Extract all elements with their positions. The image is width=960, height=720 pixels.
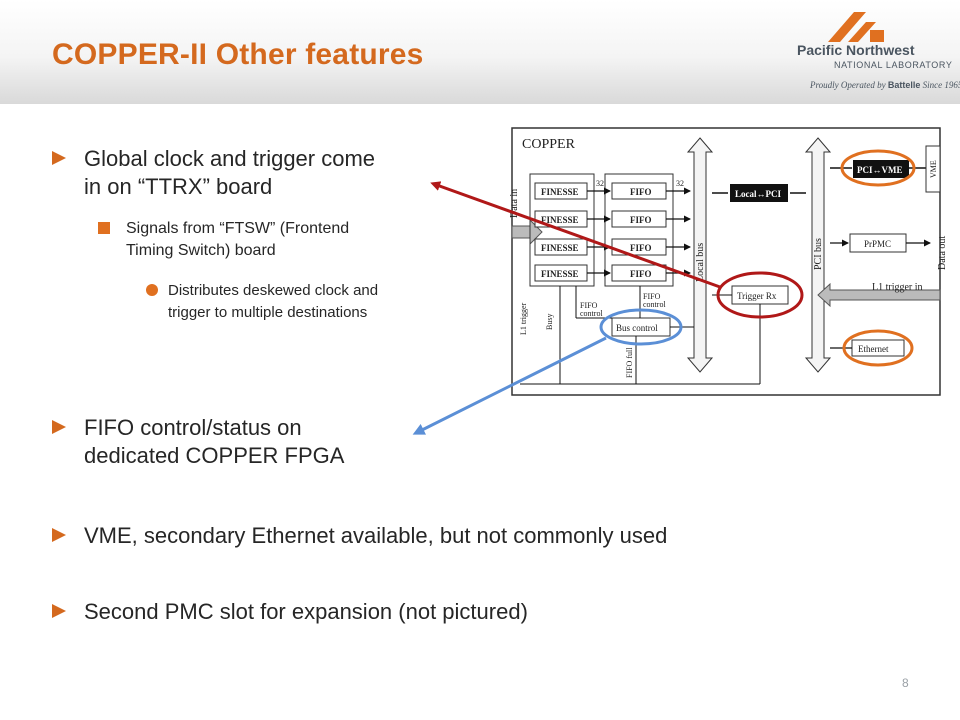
bullet-arrow-icon (52, 151, 66, 165)
pci-bus-arrow (804, 137, 832, 373)
local-pci-label: Local↔PCI (735, 189, 781, 199)
finesse-label: FINESSE (541, 187, 579, 197)
trigger-rx-highlight (716, 271, 804, 319)
page-number: 8 (902, 676, 909, 690)
pnnl-logo: Pacific Northwest NATIONAL LABORATORY Pr… (780, 12, 960, 96)
fifo-control-label: FIFO (580, 301, 598, 310)
fifo-label: FIFO (630, 187, 652, 197)
data-in-label: Data in (509, 189, 520, 218)
local-bus-arrow (686, 137, 714, 373)
pci-vme-highlight (840, 149, 916, 187)
fifo-control-label: control (643, 300, 666, 309)
pci-vme-box (853, 160, 909, 178)
bullet-second-pmc: Second PMC slot for expansion (not pictu… (52, 598, 528, 626)
bullet-square-icon (98, 222, 110, 234)
data-out-label: Data out (937, 236, 948, 270)
bullet-text: Second PMC slot for expansion (not pictu… (84, 599, 528, 624)
fifo-control-label: control (580, 309, 603, 318)
bus-width-label: 32 (676, 179, 684, 188)
subbullet-ftsw: Signals from “FTSW” (Frontend Timing Swi… (98, 218, 349, 262)
slide-header (0, 0, 960, 104)
bullet-global-clock: Global clock and trigger come in on “TTR… (52, 145, 375, 201)
fifo-full-label: FIFO full (625, 347, 634, 378)
diagram-title: COPPER (522, 137, 576, 152)
bullet-arrow-icon (52, 528, 66, 542)
ethernet-label: Ethernet (858, 344, 889, 354)
fifo-label: FIFO (630, 269, 652, 279)
bullet-arrow-icon (52, 604, 66, 618)
fifo-group (604, 173, 674, 287)
pci-vme-label: PCI↔VME (857, 165, 903, 175)
ethernet-highlight (842, 329, 914, 367)
bus-control-label: Bus control (616, 323, 658, 333)
bullet-text: trigger to multiple destinations (168, 304, 368, 321)
vme-connector (925, 145, 941, 193)
slide-title: COPPER-II Other features (52, 38, 424, 71)
vme-label: VME (929, 160, 938, 178)
local-bus-label: Local bus (695, 243, 706, 282)
finesse-label: FINESSE (541, 215, 579, 225)
l1-trigger-in-arrow (817, 282, 941, 308)
bullet-text: Global clock and trigger come (84, 146, 376, 171)
bullet-text: VME, secondary Ethernet available, but n… (84, 523, 668, 548)
bullet-text: in on “TTRX” board (84, 174, 273, 199)
bus-width-label: 32 (596, 179, 604, 188)
ttrx-callout-arrow (430, 181, 721, 289)
bus-control-highlight (599, 308, 683, 346)
fifo-label: FIFO (630, 215, 652, 225)
bullet-arrow-icon (52, 420, 66, 434)
bullet-dot-icon (146, 284, 158, 296)
bullet-text: Signals from “FTSW” (Frontend (126, 220, 350, 237)
bullet-text: FIFO control/status on (84, 415, 302, 440)
trigger-rx-label: Trigger Rx (737, 291, 777, 301)
local-pci-box (730, 184, 788, 202)
prpmc-label: PrPMC (864, 239, 891, 249)
logo-line-3: Proudly Operated by Battelle Since 1965 (810, 80, 960, 90)
bullet-text: dedicated COPPER FPGA (84, 443, 345, 468)
fifo-label: FIFO (630, 243, 652, 253)
subsubbullet-deskew: Distributes deskewed clock and trigger t… (146, 280, 378, 324)
busy-label: Busy (545, 314, 554, 330)
finesse-group (529, 173, 595, 287)
bullet-fifo-control: FIFO control/status on dedicated COPPER … (52, 414, 344, 470)
logo-line-1: Pacific Northwest (797, 42, 915, 58)
l1-trigger-label: L1 trigger (519, 302, 528, 335)
fifo-control-label: FIFO (643, 292, 661, 301)
pnnl-mark-icon (828, 12, 884, 42)
pci-bus-label: PCI bus (813, 238, 824, 270)
finesse-label: FINESSE (541, 269, 579, 279)
bullet-text: Timing Switch) board (126, 242, 276, 259)
bullet-vme-ethernet: VME, secondary Ethernet available, but n… (52, 522, 667, 550)
bullet-text: Distributes deskewed clock and (168, 282, 379, 299)
l1-trigger-in-label: L1 trigger in (872, 282, 923, 293)
finesse-label: FINESSE (541, 243, 579, 253)
fifo-control-callout-arrow (412, 336, 607, 435)
logo-line-2: NATIONAL LABORATORY (834, 60, 953, 70)
